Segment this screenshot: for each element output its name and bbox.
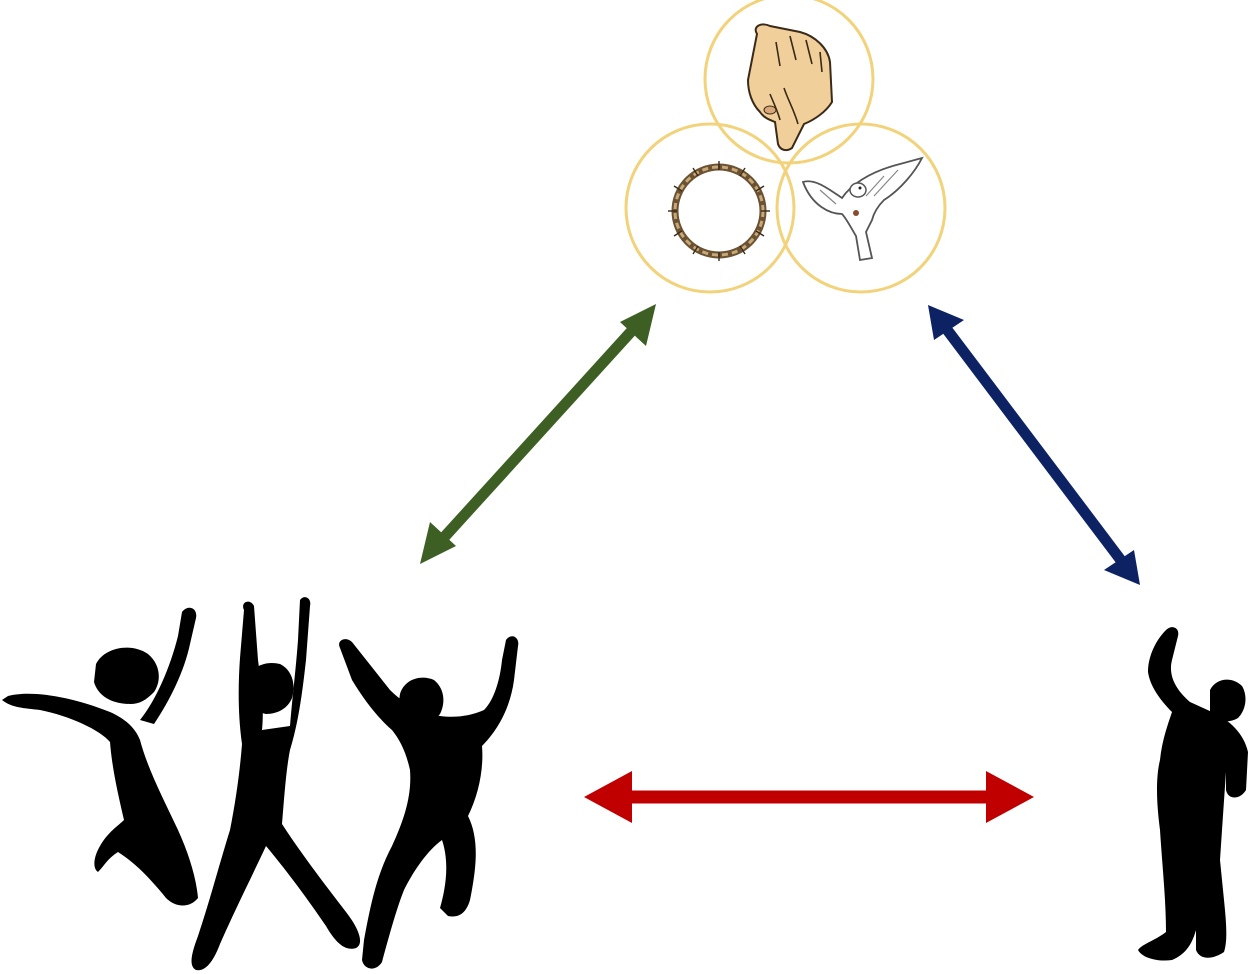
crown-of-thorns-icon [668, 161, 770, 261]
hand-icon [746, 23, 834, 152]
person-2-silhouette [191, 597, 361, 971]
praying-man-silhouette-icon [1138, 627, 1248, 961]
arrow-trinity-to-individual [928, 305, 1140, 585]
son-circle [624, 122, 796, 294]
arrow-group-to-individual [584, 771, 1034, 823]
jumping-people-silhouette-icon [2, 597, 519, 971]
person-1-silhouette [2, 607, 198, 906]
arrow-group-to-trinity [420, 304, 656, 564]
dove-icon [801, 156, 924, 262]
trinity-circles-icon [624, 0, 947, 294]
person-3-silhouette [339, 636, 519, 969]
spirit-circle [775, 122, 947, 294]
